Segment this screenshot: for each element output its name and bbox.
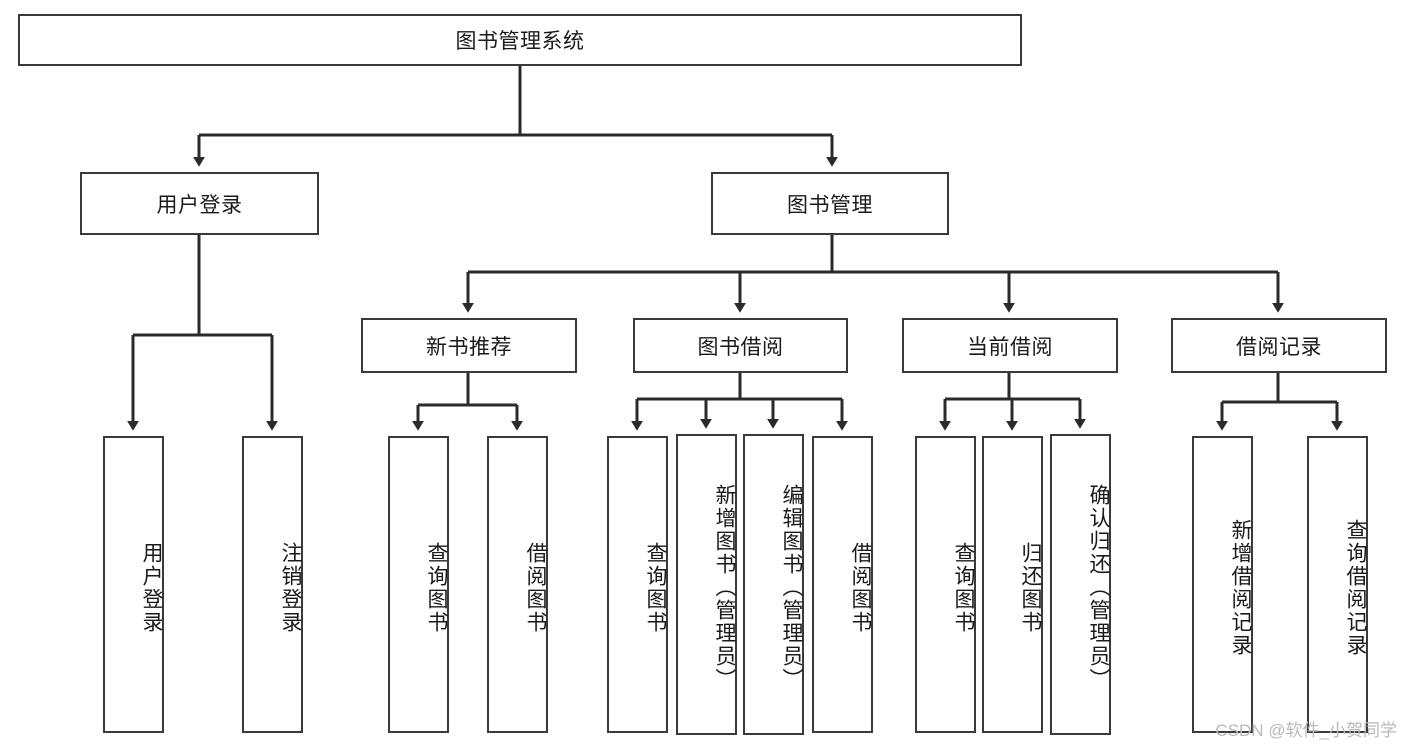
node-borrow-record-label: 借阅记录 [1236,335,1322,359]
leaf-add-book[interactable]: 新增图书（管理员） [676,434,737,735]
node-book-manage-label: 图书管理 [787,193,873,217]
node-current-borrow-label: 当前借阅 [967,335,1053,359]
leaf-query-book-c[interactable]: 查询图书 [915,436,976,733]
leaf-edit-book[interactable]: 编辑图书（管理员） [743,434,804,735]
node-user-login[interactable]: 用户登录 [80,172,319,235]
node-root-label: 图书管理系统 [455,30,585,53]
node-new-book-rec[interactable]: 新书推荐 [361,318,577,373]
node-book-borrow-label: 图书借阅 [697,335,784,359]
leaf-user-login-label: 用户登录 [140,541,163,634]
leaf-query-book-a[interactable]: 查询图书 [388,436,449,733]
leaf-logout-label: 注销登录 [279,541,302,634]
node-current-borrow[interactable]: 当前借阅 [902,318,1118,373]
node-root[interactable]: 图书管理系统 [18,14,1022,66]
node-borrow-record[interactable]: 借阅记录 [1171,318,1387,373]
leaf-borrow-book-a-label: 借阅图书 [524,541,547,634]
leaf-add-record[interactable]: 新增借阅记录 [1192,436,1253,733]
leaf-borrow-book-b-label: 借阅图书 [849,541,872,634]
node-book-borrow[interactable]: 图书借阅 [633,318,848,373]
leaf-query-book-a-label: 查询图书 [425,541,448,634]
leaf-edit-book-label: 编辑图书（管理员） [780,484,803,691]
leaf-query-record[interactable]: 查询借阅记录 [1307,436,1368,733]
leaf-add-book-label: 新增图书（管理员） [713,484,736,691]
leaf-return-book[interactable]: 归还图书 [982,436,1043,733]
leaf-query-record-label: 查询借阅记录 [1344,518,1367,657]
leaf-logout[interactable]: 注销登录 [242,436,303,733]
leaf-query-book-b-label: 查询图书 [644,541,667,634]
node-user-login-label: 用户登录 [156,193,243,217]
leaf-borrow-book-b[interactable]: 借阅图书 [812,436,873,733]
leaf-confirm-return[interactable]: 确认归还（管理员） [1050,434,1111,735]
leaf-query-book-c-label: 查询图书 [952,541,975,634]
leaf-confirm-return-label: 确认归还（管理员） [1087,484,1110,691]
leaf-user-login[interactable]: 用户登录 [103,436,164,733]
leaf-add-record-label: 新增借阅记录 [1229,518,1252,657]
leaf-query-book-b[interactable]: 查询图书 [607,436,668,733]
node-new-book-rec-label: 新书推荐 [426,335,512,359]
node-book-manage[interactable]: 图书管理 [711,172,949,235]
leaf-borrow-book-a[interactable]: 借阅图书 [487,436,548,733]
leaf-return-book-label: 归还图书 [1019,541,1042,634]
